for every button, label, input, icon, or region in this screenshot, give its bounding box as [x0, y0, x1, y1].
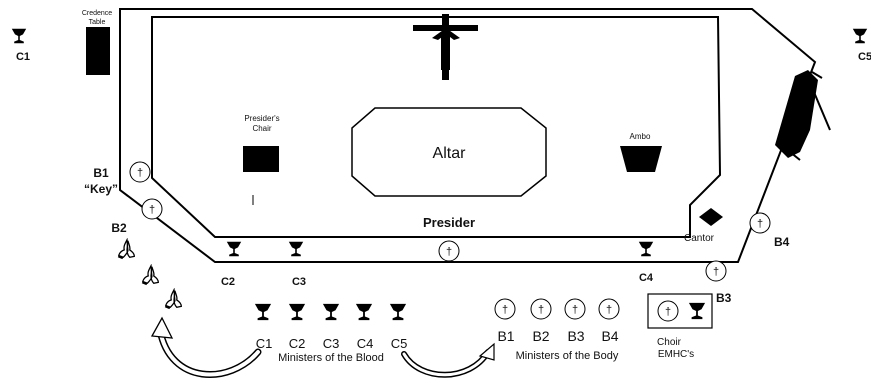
altar — [351, 107, 547, 197]
credence-table — [86, 27, 110, 75]
cross-circle-icon: † — [438, 240, 460, 262]
flow-arrow-to-body — [401, 342, 495, 378]
presiders-chair-label-line1: Presider's — [244, 114, 279, 123]
cross-circle-icon: † — [705, 260, 727, 282]
c3-label: C3 — [292, 276, 306, 288]
b3-label: B3 — [716, 291, 732, 305]
svg-text:†: † — [713, 266, 719, 278]
praying-hands-icon — [164, 289, 182, 310]
sanctuary-outer-outline — [119, 8, 817, 263]
ambo — [620, 146, 662, 172]
svg-text:†: † — [572, 304, 578, 316]
body-ministers-row: † † † † B1 B2 B3 B4 — [494, 298, 620, 344]
blood-ministers-row: C1 C2 C3 C4 C5 — [254, 303, 408, 351]
cross-circle-icon: † — [749, 212, 771, 234]
chalice-icon — [226, 241, 242, 257]
svg-text:†: † — [757, 218, 763, 230]
cross-circle-icon: † — [129, 161, 151, 183]
cross-circle-icon: † — [657, 300, 679, 322]
svg-text:†: † — [665, 306, 671, 318]
chalice-icon — [688, 302, 706, 320]
svg-text:†: † — [149, 204, 155, 216]
cross-circle-icon: † — [564, 298, 586, 320]
cantor-marker-icon — [699, 208, 723, 226]
praying-hands-icon — [141, 265, 159, 286]
c2-label: C2 — [221, 276, 235, 288]
blood-minister-label: C3 — [323, 336, 340, 351]
credence-table-label-line2: Table — [89, 19, 106, 26]
b2-label: B2 — [111, 221, 127, 235]
svg-text:†: † — [606, 304, 612, 316]
c5-top-label: C5 — [858, 51, 871, 63]
cross-circle-icon: † — [141, 198, 163, 220]
credence-table-label-line1: Credence — [82, 10, 112, 17]
cross-circle-icon: † — [494, 298, 516, 320]
b1-label: B1 — [93, 166, 109, 180]
choir-label: Choir — [657, 337, 682, 348]
crucifix-icon — [413, 14, 478, 80]
presiders-chair — [243, 146, 279, 172]
praying-hands-icon — [117, 239, 135, 260]
key-label: “Key” — [84, 182, 118, 196]
altar-label: Altar — [433, 145, 467, 162]
svg-text:†: † — [502, 304, 508, 316]
svg-text:†: † — [538, 304, 544, 316]
chalice-icon — [288, 241, 304, 257]
body-minister-label: B2 — [532, 328, 549, 344]
chalice-icon — [389, 303, 407, 321]
cantor-label: Cantor — [684, 233, 715, 244]
ministers-of-the-body-label: Ministers of the Body — [516, 350, 619, 362]
chalice-icon — [638, 241, 654, 257]
c4-label: C4 — [639, 272, 654, 284]
body-minister-label: B1 — [497, 328, 514, 344]
presider-label: Presider — [423, 215, 475, 230]
b4-label: B4 — [774, 235, 790, 249]
body-minister-label: B4 — [601, 328, 618, 344]
cross-circle-icon: † — [530, 298, 552, 320]
svg-text:†: † — [137, 167, 143, 179]
piano-icon — [775, 70, 831, 161]
chalice-icon — [11, 28, 27, 44]
blood-minister-label: C1 — [256, 336, 273, 351]
blood-minister-label: C5 — [391, 336, 408, 351]
presiders-chair-label-line2: Chair — [252, 124, 271, 133]
flow-arrow-to-b2 — [150, 316, 262, 378]
chalice-icon — [254, 303, 272, 321]
chalice-icon — [288, 303, 306, 321]
chalice-icon — [852, 28, 868, 44]
ambo-label: Ambo — [630, 132, 651, 141]
cross-circle-icon: † — [598, 298, 620, 320]
emhcs-label: EMHC's — [658, 349, 694, 360]
c1-top-label: C1 — [16, 51, 30, 63]
svg-text:†: † — [446, 246, 452, 258]
ministers-of-the-blood-label: Ministers of the Blood — [278, 352, 384, 364]
sanctuary-inner-outline — [151, 16, 722, 238]
body-minister-label: B3 — [567, 328, 584, 344]
blood-minister-label: C2 — [289, 336, 306, 351]
choir-emhc-box — [647, 293, 713, 329]
blood-minister-label: C4 — [357, 336, 374, 351]
chalice-icon — [322, 303, 340, 321]
chalice-icon — [355, 303, 373, 321]
